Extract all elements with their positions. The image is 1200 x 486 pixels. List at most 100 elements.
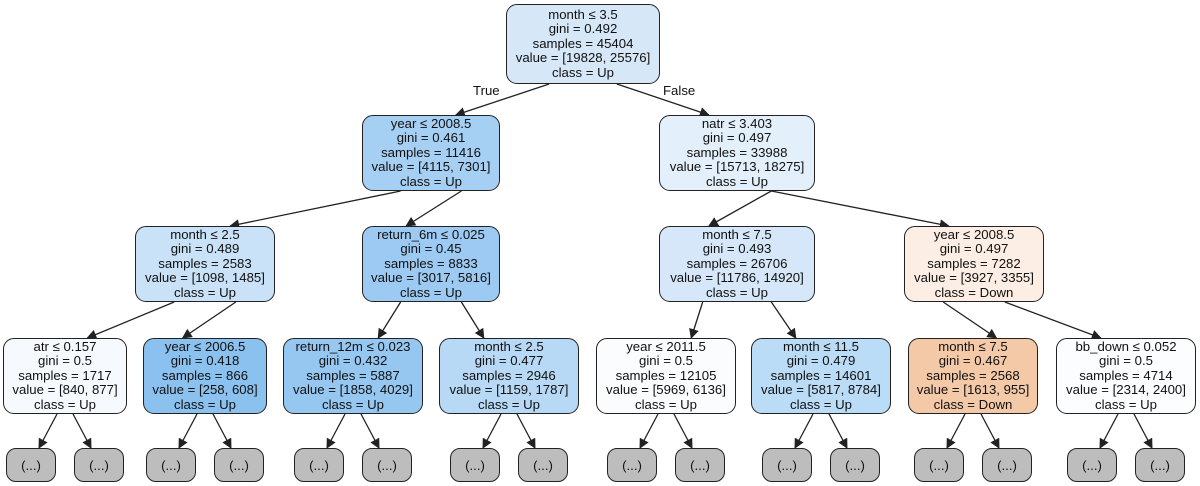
node-text-line: value = [5817, 8784] <box>761 382 881 398</box>
tree-edge-root-n2 <box>616 83 710 117</box>
truncated-subtree-n8-right: (...) <box>214 448 264 482</box>
node-text-line: value = [2314, 2400] <box>1066 382 1186 398</box>
truncated-subtree-n8-left: (...) <box>146 448 196 482</box>
node-text-line: month ≤ 7.5 <box>702 226 772 242</box>
edge-label-true: True <box>473 83 500 98</box>
node-text-line: gini = 0.5 <box>38 353 92 369</box>
node-text-line: value = [840, 877] <box>12 382 118 398</box>
truncated-subtree-n7-right: (...) <box>74 448 124 482</box>
node-text-line: value = [3017, 5816] <box>371 270 491 286</box>
node-text-line: class = Down <box>933 396 1013 412</box>
node-text-line: gini = 0.418 <box>170 353 240 369</box>
tree-edge-n5-n11 <box>689 301 704 339</box>
node-text-line: samples = 11416 <box>381 144 481 160</box>
tree-edge-n13-leaf-0 <box>946 413 966 449</box>
node-text-line: samples = 26706 <box>686 255 788 271</box>
node-text-line: samples = 8833 <box>384 255 478 271</box>
truncated-subtree-n14-right: (...) <box>1135 448 1185 482</box>
tree-edge-n9-leaf-0 <box>326 413 346 449</box>
truncated-subtree-n9-left: (...) <box>294 448 344 482</box>
node-text-line: class = Up <box>706 284 768 300</box>
tree-edge-n1-n3 <box>229 190 401 230</box>
tree-edge-n8-leaf-1 <box>212 413 232 449</box>
tree-edge-n8-leaf-0 <box>178 413 198 449</box>
node-text-line: class = Down <box>934 284 1014 300</box>
node-text-line: class = Up <box>174 284 236 300</box>
tree-edge-n4-n9 <box>377 301 402 339</box>
truncated-subtree-n11-right: (...) <box>675 448 725 482</box>
node-text-line: bb_down ≤ 0.052 <box>1075 338 1177 354</box>
tree-edge-n11-leaf-1 <box>673 413 693 449</box>
tree-edge-n5-n12 <box>770 301 797 339</box>
node-text-line: return_6m ≤ 0.025 <box>377 226 485 242</box>
node-text-line: gini = 0.489 <box>170 241 240 257</box>
tree-edge-n6-n14 <box>1004 301 1102 340</box>
tree-edge-n2-n6 <box>771 190 950 230</box>
node-text-line: value = [4115, 7301] <box>371 159 491 175</box>
truncated-subtree-n12-right: (...) <box>830 448 880 482</box>
truncated-subtree-n7-left: (...) <box>6 448 56 482</box>
tree-edge-n14-leaf-1 <box>1133 413 1153 449</box>
node-text-line: samples = 14601 <box>770 367 872 383</box>
node-text-line: class = Up <box>635 396 697 412</box>
tree-edge-n10-leaf-1 <box>516 413 536 449</box>
tree-edge-n3-n7 <box>86 301 175 340</box>
node-text-line: gini = 0.492 <box>548 21 618 37</box>
node-text-line: value = [1858, 4029] <box>293 382 413 398</box>
node-text-line: year ≤ 2011.5 <box>626 338 706 354</box>
node-text-line: month ≤ 2.5 <box>170 226 240 242</box>
tree-edge-n14-leaf-0 <box>1099 413 1119 449</box>
node-text-line: class = Up <box>790 396 852 412</box>
node-text-line: value = [1159, 1787] <box>449 382 569 398</box>
node-text-line: samples = 4714 <box>1079 367 1173 383</box>
truncated-subtree-n12-left: (...) <box>762 448 812 482</box>
node-text-line: year ≤ 2006.5 <box>164 338 246 354</box>
node-text-line: class = Up <box>1095 396 1157 412</box>
node-text-line: month ≤ 3.5 <box>548 6 618 22</box>
node-text-line: value = [5969, 6136] <box>606 382 726 398</box>
truncated-subtree-n13-left: (...) <box>914 448 964 482</box>
node-text-line: gini = 0.461 <box>396 130 466 146</box>
node-text-line: value = [3927, 3355] <box>914 270 1034 286</box>
node-text-line: samples = 33988 <box>686 144 788 160</box>
tree-edge-n4-n10 <box>460 301 485 339</box>
tree-edge-n6-n13 <box>942 301 998 339</box>
truncated-subtree-n14-left: (...) <box>1067 448 1117 482</box>
node-text-line: value = [258, 608] <box>152 382 258 398</box>
truncated-subtree-n10-right: (...) <box>518 448 568 482</box>
node-text-line: samples = 45404 <box>532 35 634 51</box>
node-text-line: year ≤ 2008.5 <box>390 115 472 131</box>
tree-edge-root-n1 <box>454 83 550 117</box>
node-text-line: samples = 2568 <box>926 367 1020 383</box>
truncated-subtree-n13-right: (...) <box>982 448 1032 482</box>
node-text-line: gini = 0.479 <box>786 353 856 369</box>
node-text-line: samples = 2583 <box>158 255 252 271</box>
tree-edges <box>38 83 1153 449</box>
node-text-line: samples = 12105 <box>615 367 717 383</box>
tree-edge-n9-leaf-1 <box>360 413 380 449</box>
tree-edge-n1-n4 <box>405 190 462 227</box>
node-text-line: class = Up <box>322 396 384 412</box>
node-text-line: value = [15713, 18275] <box>669 159 805 175</box>
node-text-line: atr ≤ 0.157 <box>33 338 97 354</box>
node-text-line: value = [11786, 14920] <box>670 270 804 286</box>
node-text-line: year ≤ 2008.5 <box>933 226 1015 242</box>
node-text-line: value = [19828, 25576] <box>515 50 651 66</box>
node-text-line: class = Up <box>400 284 462 300</box>
tree-edge-n3-n8 <box>181 301 237 339</box>
truncated-subtree-n11-left: (...) <box>607 448 657 482</box>
node-text-line: gini = 0.45 <box>400 241 462 257</box>
